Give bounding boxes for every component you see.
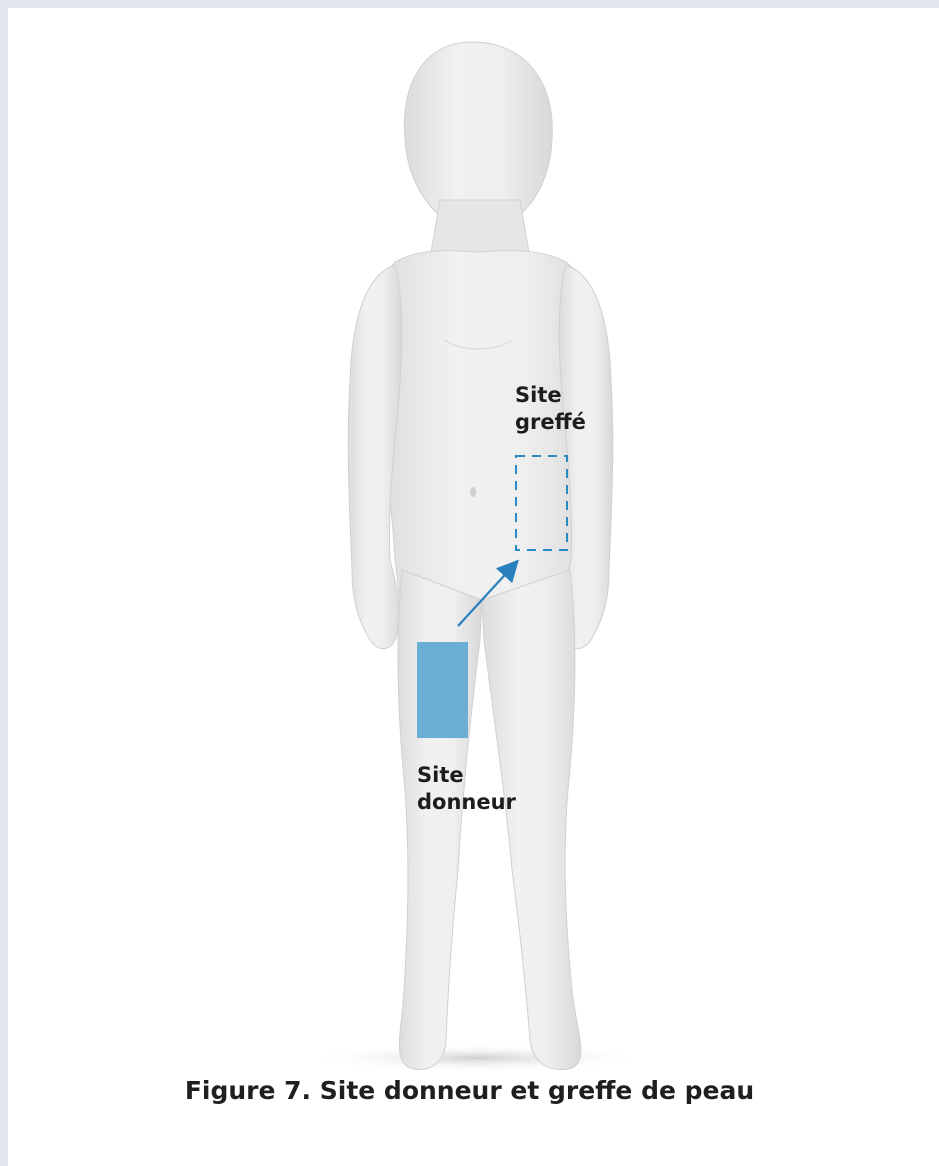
donor-site-label: Site donneur [417,762,516,816]
graft-site-label-line-1: Site [515,382,586,409]
mannequin-figure [308,42,648,1072]
floor-shadow [308,1044,648,1072]
right-leg [482,570,581,1070]
graft-site-label: Site greffé [515,382,586,436]
graft-site-label-line-2: greffé [515,409,586,436]
neck [430,200,530,258]
donor-site-label-line-1: Site [417,762,516,789]
navel [470,487,476,497]
donor-site-patch [417,642,468,738]
figure-caption: Figure 7. Site donneur et greffe de peau [0,1076,939,1105]
donor-site-label-line-2: donneur [417,789,516,816]
